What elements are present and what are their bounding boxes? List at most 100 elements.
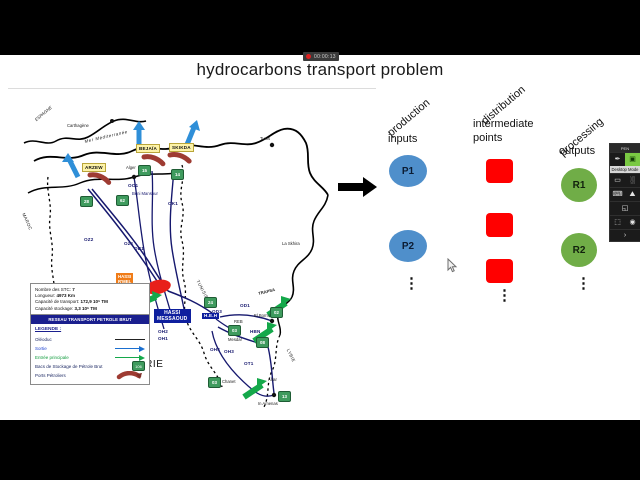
desktop-mode-icon[interactable]: ▣ bbox=[625, 152, 640, 166]
map-vector bbox=[23, 118, 329, 408]
node-intermediate-3[interactable] bbox=[486, 259, 513, 283]
record-dot-icon bbox=[306, 54, 311, 59]
map-hassi-messaoud-label: HASSI MESSAOUD bbox=[154, 309, 191, 323]
tank-icon: 106 bbox=[132, 361, 145, 372]
toolbar-row-3: ⌨ ⛰ bbox=[610, 187, 640, 201]
map-port-bejaia: BEJAÏA bbox=[136, 144, 161, 153]
toolbar-caption: PEN bbox=[610, 144, 640, 152]
map-code-ob1: OB1 bbox=[134, 246, 145, 251]
map-label-alger: Alger bbox=[126, 165, 136, 170]
hassi-rmel-line1: HASSI bbox=[118, 274, 132, 279]
mouse-cursor bbox=[447, 257, 458, 278]
inputs-more-dots: ⋮ bbox=[404, 275, 419, 292]
node-p1[interactable]: P1 bbox=[389, 155, 427, 187]
map-label-carthagene: Carthagène bbox=[67, 123, 89, 128]
toolbar-collapse-button[interactable]: › bbox=[610, 229, 640, 241]
map-hassi-rmel-label: HASSI R'MEL bbox=[116, 273, 134, 285]
recording-timer: 00:00:13 bbox=[303, 52, 339, 61]
map-tank-skikda: 14 bbox=[171, 169, 184, 180]
transition-arrow-icon bbox=[338, 175, 378, 204]
port-icon bbox=[115, 370, 145, 380]
map-code-oh1: OH1 bbox=[158, 336, 169, 341]
map-label-reb: REB bbox=[234, 319, 243, 324]
node-p2[interactable]: P2 bbox=[389, 230, 427, 262]
screenshare-icon[interactable]: ⬚ bbox=[610, 215, 625, 229]
floating-toolbar: PEN ✒ ▣ Desktop Mode ▭ ░ ⌨ ⛰ bbox=[609, 143, 640, 242]
legend-row-bacs: Bacs de Stockage de Pétrole Brut 106 bbox=[35, 361, 145, 372]
hassi-rmel-line2: R'MEL bbox=[118, 279, 132, 284]
map-label-beni-mansour: Beni Mansour bbox=[132, 191, 158, 196]
node-r2[interactable]: R2 bbox=[561, 233, 597, 267]
legend-row-oleoduc: Oléoduc bbox=[35, 335, 145, 344]
legend-row-ports: Ports Pétroliers bbox=[35, 370, 145, 380]
map-port-skikda: SKIKDA bbox=[169, 143, 194, 152]
legend-stat-row: Capacité de transport: 172,9 10⁶ TM bbox=[35, 299, 146, 305]
legend-label: Ports Pétroliers bbox=[35, 372, 66, 378]
node-intermediate-1[interactable] bbox=[486, 159, 513, 183]
legend-label: Sortie bbox=[35, 345, 47, 351]
legend-row-entree: Entrée principale bbox=[35, 353, 145, 362]
legend-row-sortie: Sortie bbox=[35, 344, 145, 353]
node-intermediate-2[interactable] bbox=[486, 213, 513, 237]
legend-stat-value: 3,3 10⁶ TM bbox=[74, 305, 97, 311]
map-tank-beni-mansour: 62 bbox=[116, 195, 129, 206]
legend-stat-value: 172,9 10⁶ TM bbox=[80, 299, 108, 305]
toolbar-row-2: ▭ ░ bbox=[610, 173, 640, 187]
image-icon[interactable]: ⛰ bbox=[625, 187, 640, 201]
map-tank-bejaia: 15 bbox=[138, 165, 151, 176]
legend-banner: RESEAU TRANSPORT PETROLE BRUT bbox=[31, 314, 149, 324]
legend-label: Bacs de Stockage de Pétrole Brut bbox=[35, 363, 103, 369]
map-code-oz2: OZ2 bbox=[84, 237, 94, 242]
column-head-points: points bbox=[473, 132, 503, 144]
map-code-od1: OD1 bbox=[240, 303, 251, 308]
map-label-chanet: Chanet bbox=[222, 379, 236, 384]
map-label-el-borma: El Borma bbox=[254, 313, 272, 318]
export-arrow-arzew bbox=[62, 153, 81, 179]
map-label-tunis: Tunis bbox=[260, 136, 271, 141]
map-code-oo1: OO1 bbox=[128, 183, 139, 188]
toolbar-row-4: ◱ bbox=[610, 201, 640, 215]
legend-stat-value: 7 bbox=[72, 287, 75, 292]
inlet-arrow-inamenas bbox=[242, 378, 267, 400]
toolbar-row-1: ✒ ▣ bbox=[610, 152, 640, 166]
legend-stats: Nombre des STC: 7 Longueur: 4973 Km Capa… bbox=[31, 284, 149, 315]
hassi-messaoud-line2: MESSAOUD bbox=[157, 316, 188, 322]
toolbar-row-5: ⬚ ◉ bbox=[610, 215, 640, 229]
keyboard-icon[interactable]: ⌨ bbox=[610, 187, 625, 201]
map-tank-mesdar: 03 bbox=[228, 325, 241, 336]
whiteboard-icon[interactable]: ◱ bbox=[610, 201, 640, 215]
legend-stat-row: Nombre des STC: 7 bbox=[35, 287, 146, 293]
map-tank-heh: 24 bbox=[204, 297, 217, 308]
legend-stat-label: Capacité de transport: bbox=[35, 299, 80, 305]
toolbar-caption-text: PEN bbox=[620, 145, 630, 151]
map-code-ot1: OT1 bbox=[244, 361, 254, 366]
map-code-oh4: OH4 bbox=[210, 347, 221, 352]
pen-icon[interactable]: ✒ bbox=[610, 152, 625, 166]
map-code-oh2: OH2 bbox=[158, 329, 169, 334]
map-code-oz1: OZ1 bbox=[124, 241, 134, 246]
page-title: hydrocarbons transport problem bbox=[196, 60, 444, 79]
record-icon[interactable]: ◉ bbox=[625, 215, 640, 229]
map-label-mesdar: Mesdar bbox=[228, 337, 242, 342]
column-head-inputs: inputs bbox=[388, 133, 418, 145]
map-tank-arzew: 28 bbox=[80, 196, 93, 207]
legend-stat-row: Longueur: 4973 Km bbox=[35, 293, 146, 299]
legend-label: Oléoduc bbox=[35, 336, 52, 342]
legend-stat-value: 4973 Km bbox=[56, 293, 76, 299]
map-port-arzew: ARZEW bbox=[82, 163, 106, 172]
map-legend: Nombre des STC: 7 Longueur: 4973 Km Capa… bbox=[30, 283, 150, 385]
algeria-pipeline-map: ESPAGNE Carthagène Mer Méditerranée Alge… bbox=[6, 91, 341, 416]
legend-label: Entrée principale bbox=[35, 354, 69, 360]
map-label-hbn: HBN bbox=[250, 329, 261, 334]
map-tank-hbn: 08 bbox=[256, 337, 269, 348]
settings-grid-icon[interactable]: ░ bbox=[625, 173, 640, 187]
slide-canvas: hydrocarbons transport problem bbox=[0, 55, 640, 420]
column-head-outputs: outputs bbox=[559, 145, 596, 157]
map-code-oh3: OH3 bbox=[224, 349, 235, 354]
map-label-in-amenas: In Amenas bbox=[258, 401, 278, 406]
outputs-more-dots: ⋮ bbox=[576, 275, 591, 292]
node-r1[interactable]: R1 bbox=[561, 168, 597, 202]
monitor-icon[interactable]: ▭ bbox=[610, 173, 625, 187]
map-label-la-skhira: La Skhira bbox=[282, 241, 300, 246]
toolbar-tooltip: Desktop Mode bbox=[610, 166, 640, 173]
